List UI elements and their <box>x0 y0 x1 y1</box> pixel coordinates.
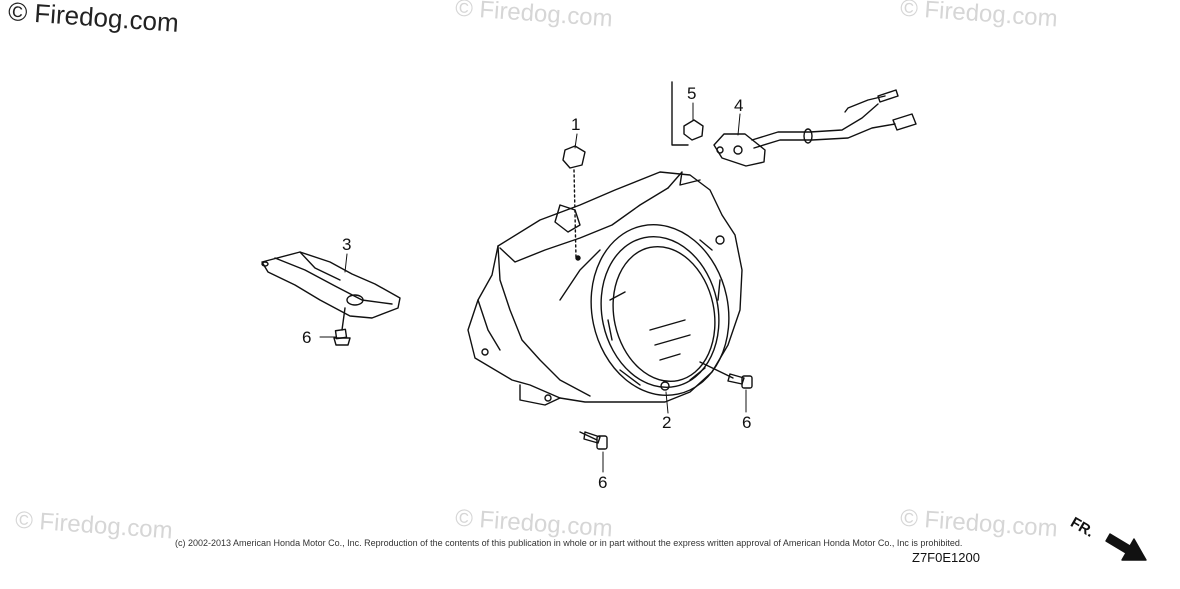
copyright-notice: (c) 2002-2013 American Honda Motor Co., … <box>175 538 963 548</box>
callout-part-2: 2 <box>662 413 672 432</box>
callout-part-6-bottom: 6 <box>598 473 608 492</box>
stop-switch-part-4 <box>671 81 917 167</box>
callout-part-1: 1 <box>571 115 581 134</box>
air-guide-plate-part-3 <box>261 251 401 346</box>
callout-part-5: 5 <box>687 84 697 103</box>
fan-cover-part-2 <box>467 145 743 406</box>
bolt-part-6-right <box>699 361 753 389</box>
callout-part-6-right: 6 <box>742 413 752 432</box>
callout-part-3: 3 <box>342 235 352 254</box>
bolt-part-6-bottom <box>579 431 608 450</box>
front-direction-arrow <box>1105 533 1147 561</box>
callout-part-4: 4 <box>734 96 744 115</box>
diagram-code: Z7F0E1200 <box>912 550 980 565</box>
callout-part-6-left: 6 <box>302 328 312 347</box>
leader-lines <box>319 102 747 473</box>
